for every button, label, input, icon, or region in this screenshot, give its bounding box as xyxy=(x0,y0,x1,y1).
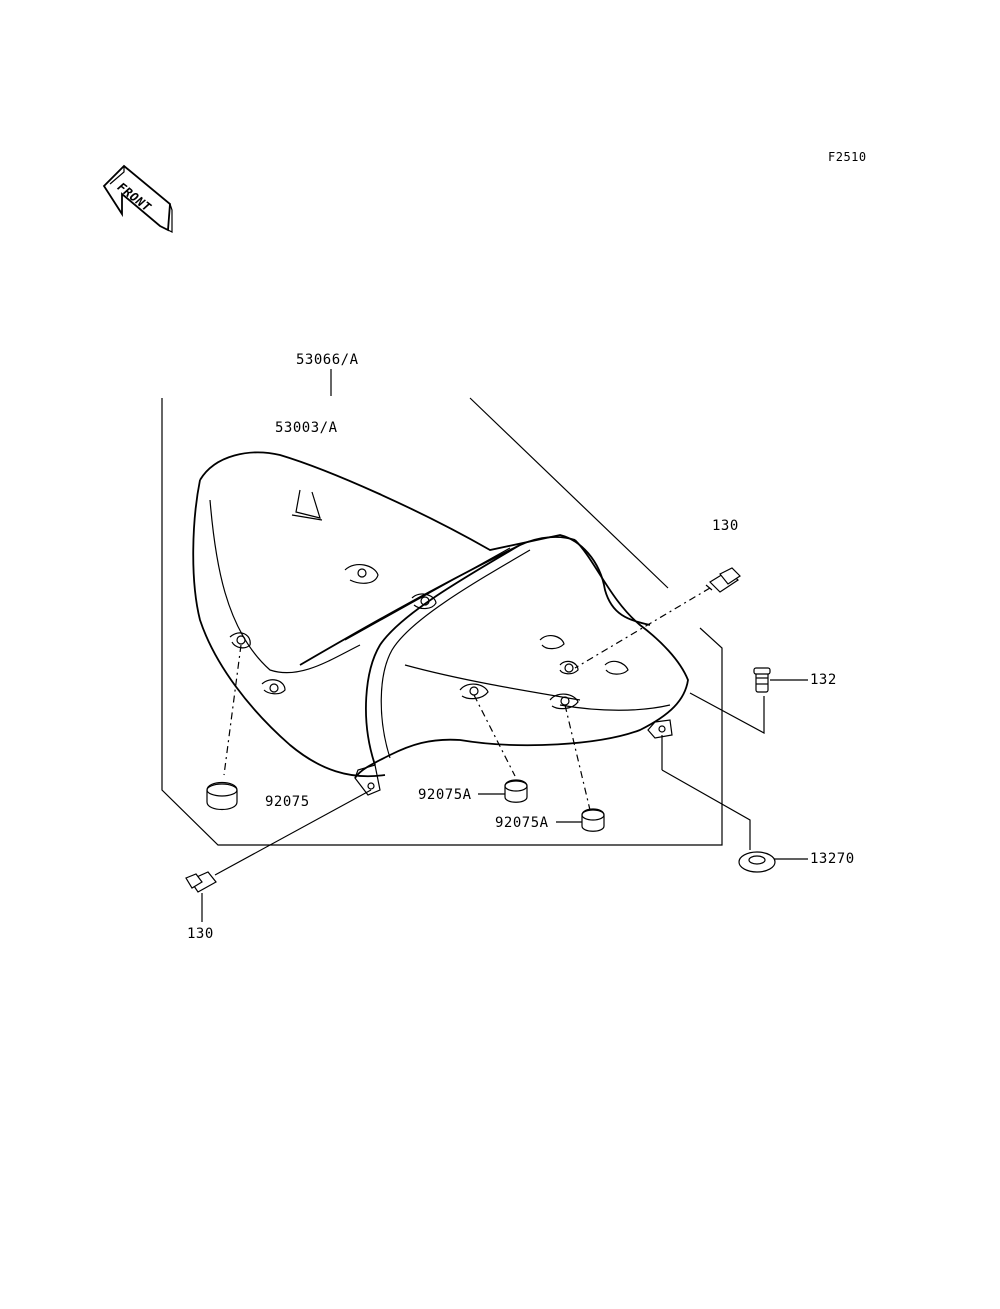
callout-seat-assy: 53066/A xyxy=(296,352,359,368)
figure-code: F2510 xyxy=(828,150,867,164)
callout-bolt-top: 130 xyxy=(712,518,739,534)
callout-damper: 92075 xyxy=(265,794,310,810)
seat-body xyxy=(192,451,689,796)
damper-92075a-2 xyxy=(581,808,605,832)
damper-92075a-1 xyxy=(504,779,528,803)
bolt-130-bottom xyxy=(185,871,217,893)
front-arrow-icon: FRONT xyxy=(102,164,173,233)
assembly-frame xyxy=(161,397,723,846)
callout-bolt-bottom: 130 xyxy=(187,926,214,942)
damper-92075 xyxy=(206,781,238,811)
bolt-132 xyxy=(753,667,771,693)
bolt-130-top xyxy=(705,567,741,593)
collar-13270 xyxy=(738,851,776,873)
callout-bolt-side: 132 xyxy=(810,672,837,688)
callout-damper-a-2: 92075A xyxy=(495,815,549,831)
callout-damper-a-1: 92075A xyxy=(418,787,472,803)
leader-lines xyxy=(201,369,808,922)
callout-collar: 13270 xyxy=(810,851,855,867)
callout-seat-cover: 53003/A xyxy=(275,420,338,436)
